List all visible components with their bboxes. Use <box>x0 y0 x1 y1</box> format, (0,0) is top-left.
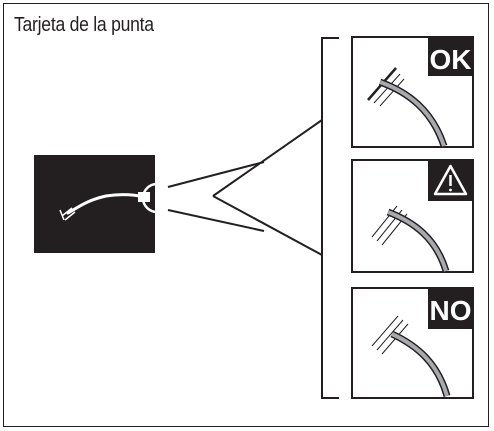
tip-fill <box>379 80 446 147</box>
no-badge <box>428 288 473 329</box>
no-badge-label: NO <box>430 295 472 326</box>
zoom-line-bottom <box>167 209 265 232</box>
zoom-line-top <box>167 161 265 188</box>
ok-badge-label: OK <box>430 44 472 75</box>
surface-hatch <box>376 319 404 351</box>
surface-hatch <box>379 78 405 107</box>
tip-card-block <box>34 155 155 253</box>
warning-dot <box>449 188 452 192</box>
figure-title: Tarjeta de la punta <box>14 14 154 36</box>
figure-frame <box>3 3 489 427</box>
warning-triangle-icon <box>433 164 468 196</box>
ok-badge <box>428 37 473 76</box>
surface-hatch <box>371 315 399 347</box>
panel-no: NO <box>351 287 474 399</box>
tip-wire <box>66 193 142 215</box>
panel-warning <box>351 159 474 273</box>
tip-card-illustration <box>34 155 173 253</box>
fan-line-bottom <box>212 195 323 256</box>
magnifier-circle <box>141 182 173 214</box>
tip-end <box>59 207 76 221</box>
fan-line-top <box>212 119 323 197</box>
panel-ok: OK <box>351 36 474 148</box>
panel-bracket <box>321 37 339 399</box>
zoom-lines <box>167 119 323 256</box>
tip-fill <box>387 210 448 272</box>
tip-fill <box>391 332 449 397</box>
